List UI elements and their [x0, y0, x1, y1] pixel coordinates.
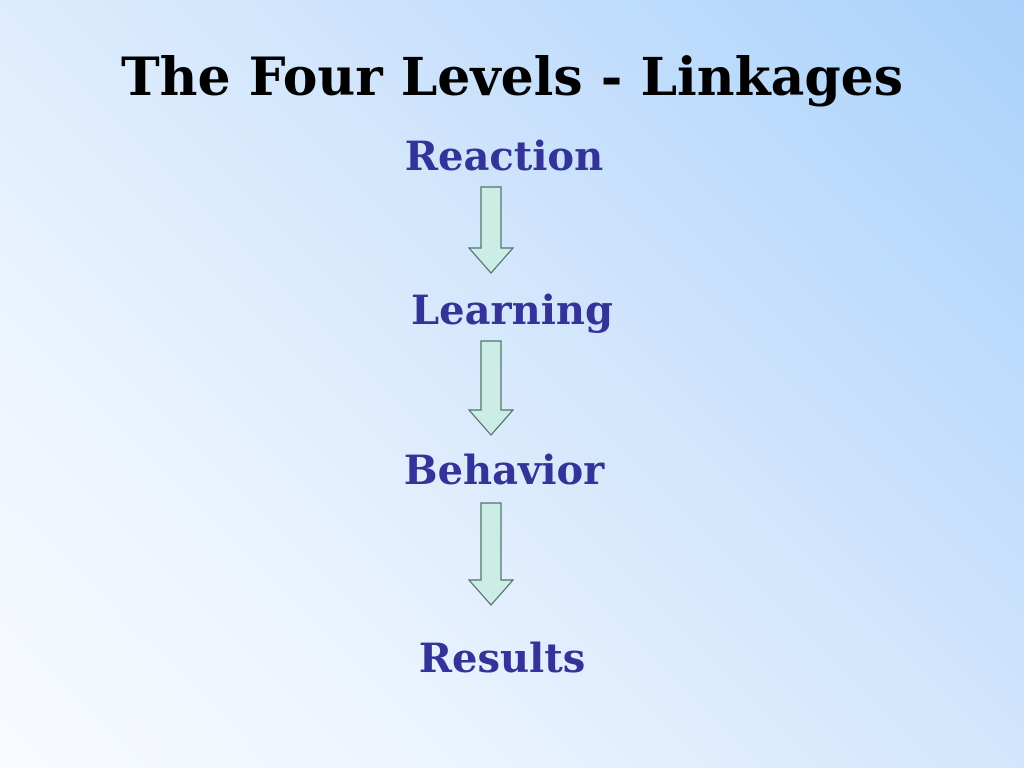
level-learning: Learning [411, 287, 613, 334]
down-arrow-icon [467, 340, 515, 436]
level-results: Results [418, 635, 586, 682]
slide-title: The Four Levels - Linkages [120, 47, 904, 108]
level-behavior: Behavior [403, 447, 605, 494]
level-reaction: Reaction [404, 133, 604, 180]
down-arrow-icon [467, 186, 515, 274]
down-arrow-icon [467, 502, 515, 606]
